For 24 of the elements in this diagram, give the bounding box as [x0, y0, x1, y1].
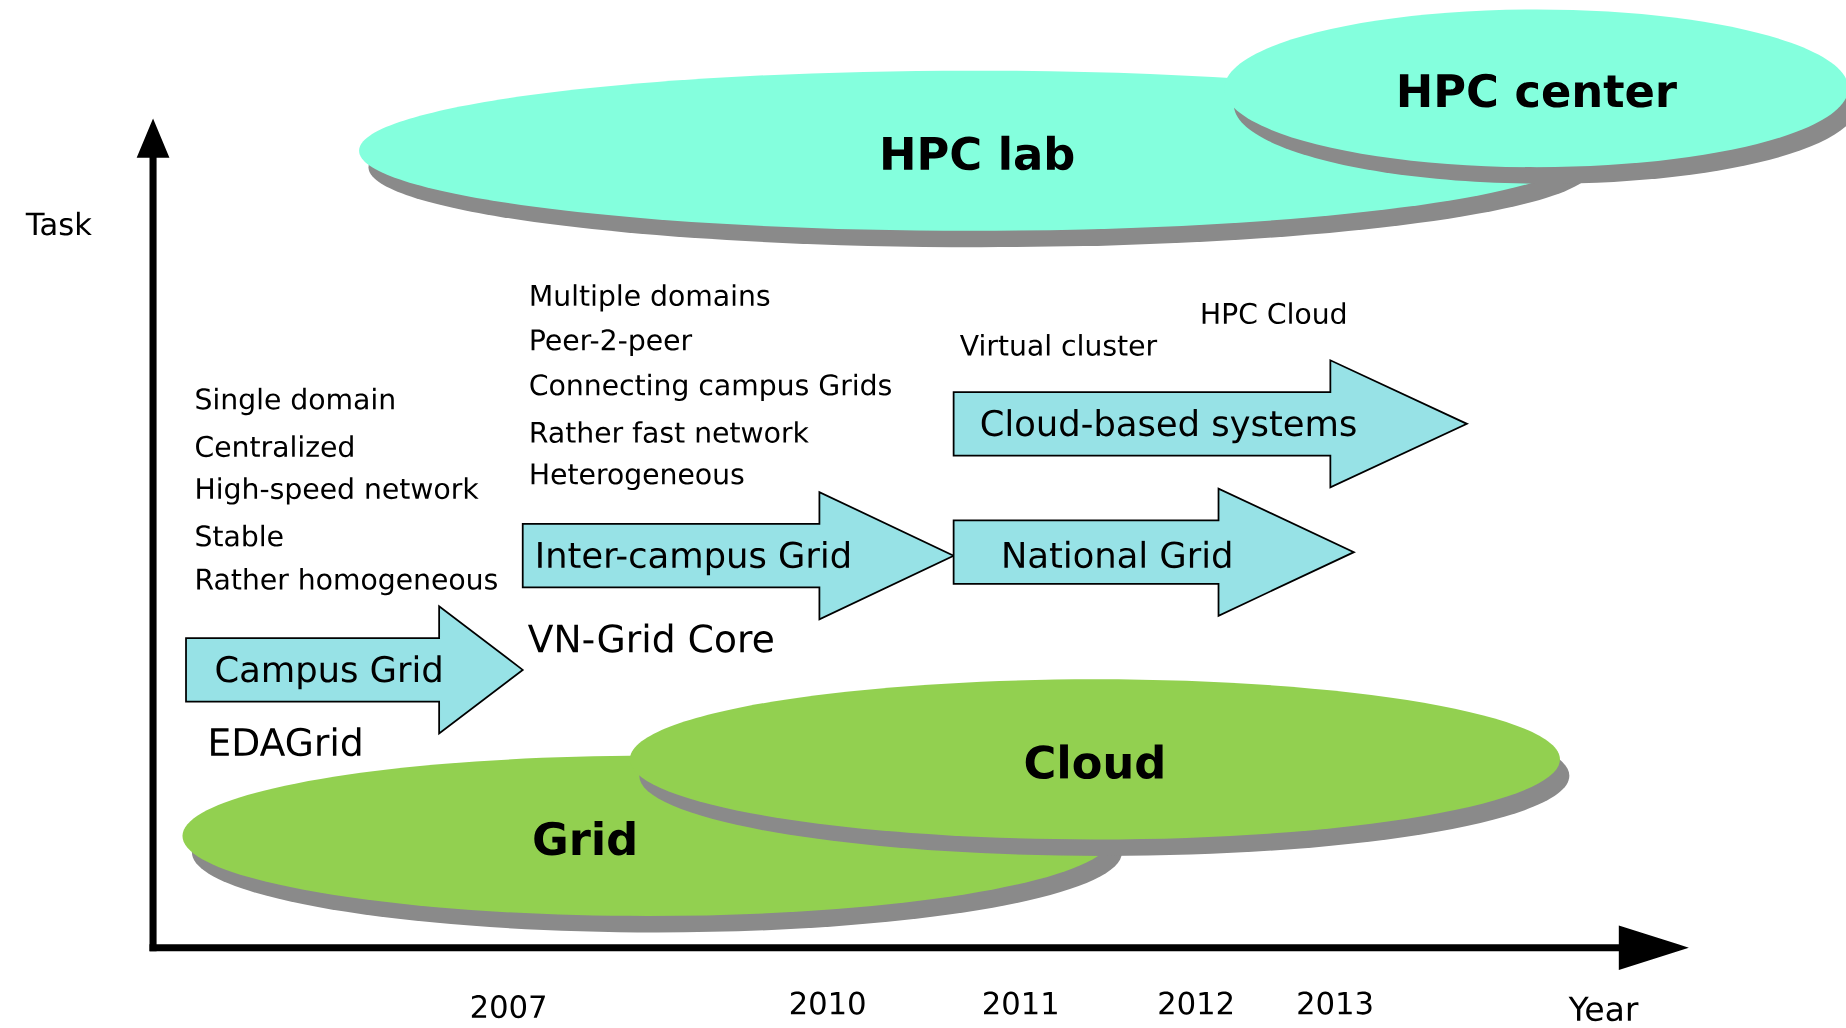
beside-text: Centralized — [196, 435, 353, 458]
beside-text: Rather homogeneous — [197, 568, 497, 596]
year-label: 2010 — [790, 991, 865, 1015]
beside-text: Single domain — [196, 387, 394, 416]
beside-text: Multiple domains — [531, 284, 770, 312]
beside-text: VN-Grid Core — [527, 623, 773, 653]
beside-text: Peer-2-peer — [531, 329, 693, 357]
year-label: 2011 — [984, 991, 1057, 1015]
stage-banner: National Grid — [952, 487, 1356, 618]
stage-banner: Cloud-based systems — [952, 359, 1470, 489]
axis-label: Year — [1568, 996, 1639, 1022]
beside-text: Connecting campus Grids — [530, 373, 891, 402]
stage-banner: Inter-campus Grid — [521, 490, 956, 621]
beside-text: Stable — [196, 524, 283, 547]
year-label: 2007 — [471, 995, 545, 1019]
beside-text: HPC Cloud — [1202, 302, 1346, 325]
beside-text: Virtual cluster — [959, 334, 1158, 356]
beside-text: High-speed network — [197, 477, 479, 505]
beside-text: Rather fast network — [531, 421, 809, 444]
axis-label: Task — [25, 211, 92, 236]
year-label: 2013 — [1298, 991, 1372, 1015]
year-label: 2012 — [1159, 991, 1232, 1015]
beside-text: Heterogeneous — [531, 463, 744, 491]
ellipse-band: HPC center — [1224, 9, 1846, 184]
